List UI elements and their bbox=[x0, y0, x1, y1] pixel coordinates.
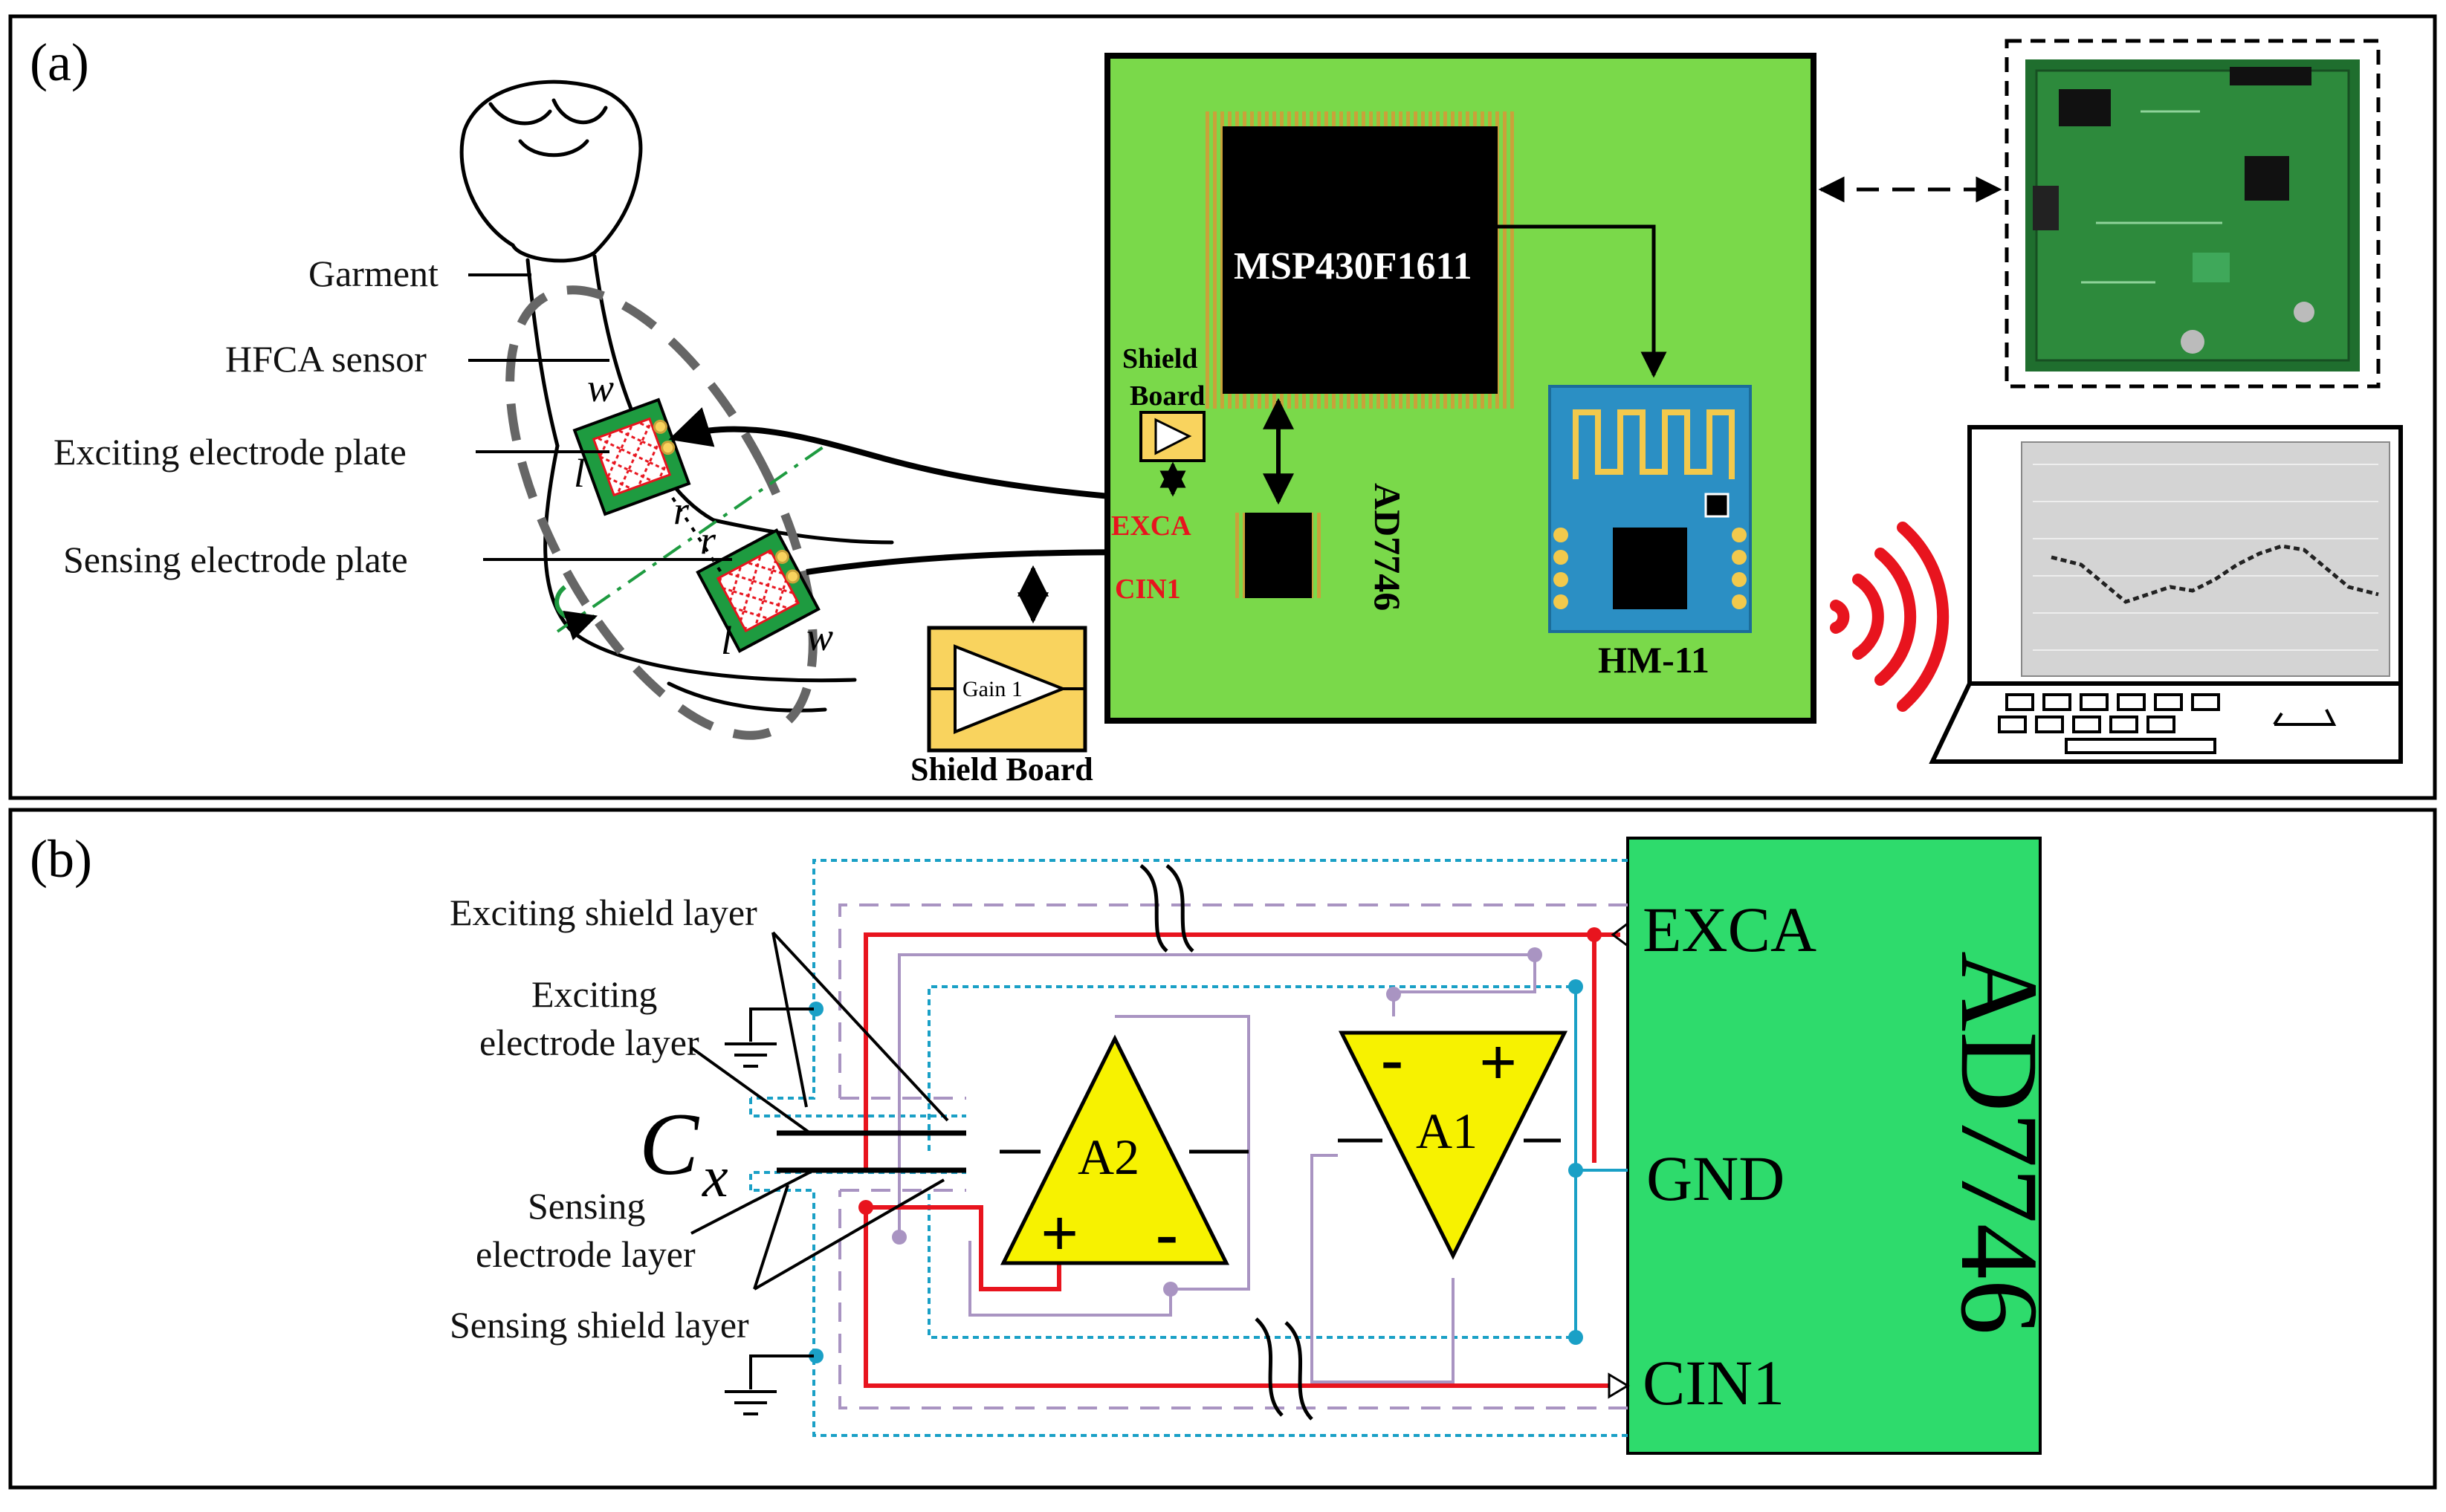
label-exciting-plate: Exciting electrode plate bbox=[54, 431, 407, 473]
symbol-w-top: w bbox=[587, 366, 614, 410]
panel-b-frame bbox=[8, 808, 2437, 1490]
big-shield-board-label: Shield Board bbox=[910, 751, 1093, 788]
opamp-feedback-wires bbox=[898, 953, 1540, 1383]
symbol-l-top: l bbox=[574, 451, 585, 496]
cx-sub: x bbox=[702, 1144, 728, 1209]
label-sensing-shield: Sensing shield layer bbox=[450, 1304, 749, 1346]
opamp-a1-minus: - bbox=[1381, 1022, 1403, 1096]
panel-a-frame bbox=[8, 14, 2437, 800]
mcu-to-ble-arrow bbox=[1498, 224, 1667, 378]
ground-icon-top bbox=[725, 1008, 814, 1068]
ground-icon-bottom bbox=[725, 1354, 814, 1415]
pin-exca-label: EXCA bbox=[1111, 510, 1191, 542]
cdc-label: AD7746 bbox=[1367, 483, 1408, 611]
opamp-a2 bbox=[1000, 1034, 1249, 1265]
label-sensing-electrode-1: Sensing bbox=[528, 1185, 645, 1227]
small-shield-label-2: Board bbox=[1130, 380, 1205, 412]
opamp-a1 bbox=[1338, 1031, 1568, 1260]
pin-gnd: GND bbox=[1646, 1143, 1785, 1214]
cx-main: C bbox=[639, 1094, 700, 1193]
ad7746-block bbox=[1626, 837, 2042, 1455]
label-exciting-electrode-2: electrode layer bbox=[479, 1022, 699, 1063]
panel-a-tag: (a) bbox=[30, 33, 89, 92]
big-shield-board bbox=[927, 626, 1087, 753]
exciting-electrode-plate bbox=[572, 398, 691, 516]
mcu-chip bbox=[1204, 111, 1516, 409]
board-photo-frame bbox=[2005, 39, 2381, 389]
gain-label: Gain 1 bbox=[962, 677, 1023, 701]
label-sensing-electrode-2: electrode layer bbox=[476, 1233, 696, 1275]
pin-exca: EXCA bbox=[1643, 894, 1816, 965]
board-photo bbox=[2025, 59, 2360, 371]
ble-label: HM-11 bbox=[1598, 639, 1709, 681]
pin-cin1: CIN1 bbox=[1643, 1347, 1785, 1418]
label-hfca-sensor: HFCA sensor bbox=[225, 338, 427, 380]
break-symbol-bottom bbox=[1255, 1317, 1313, 1421]
panel-b-tag: (b) bbox=[30, 829, 92, 889]
small-shield-label-1: Shield bbox=[1122, 343, 1197, 374]
symbol-l-bottom: l bbox=[721, 618, 732, 663]
label-exciting-shield: Exciting shield layer bbox=[450, 892, 757, 933]
opamp-a2-plus: + bbox=[1041, 1197, 1078, 1271]
gnd-wires bbox=[1574, 987, 1628, 1337]
cdc-chip bbox=[1234, 513, 1323, 598]
wireless-icon bbox=[1830, 522, 1950, 712]
sensing-electrode-plate bbox=[696, 528, 821, 653]
purple-shield-wires bbox=[838, 903, 1628, 1409]
opamp-a1-plus: + bbox=[1479, 1026, 1517, 1100]
opamp-a1-label: A1 bbox=[1416, 1103, 1478, 1159]
rotation-arrow-icon bbox=[554, 585, 598, 640]
symbol-r-top: r bbox=[673, 488, 690, 533]
red-arrowheads bbox=[1608, 921, 1630, 1399]
label-sensing-plate: Sensing electrode plate bbox=[63, 539, 408, 580]
capacitor-cx bbox=[777, 1130, 966, 1173]
mcu-label: MSP430F1611 bbox=[1234, 245, 1472, 288]
axis-line bbox=[556, 444, 826, 633]
garment-sleeve bbox=[505, 285, 818, 740]
panel-b-leaders bbox=[690, 931, 949, 1291]
laptop-icon bbox=[1929, 425, 2403, 764]
small-shield-board bbox=[1139, 411, 1206, 462]
symbol-w-bottom: w bbox=[806, 614, 833, 659]
symbol-r-mid: r bbox=[700, 518, 716, 562]
opamp-a2-label: A2 bbox=[1078, 1129, 1139, 1185]
junction-dots bbox=[809, 927, 1602, 1363]
label-exciting-electrode-1: Exciting bbox=[531, 973, 657, 1015]
ad7746-block-label: AD7746 bbox=[1938, 951, 2061, 1335]
red-wires bbox=[864, 932, 1620, 1388]
break-symbol-top bbox=[1139, 864, 1194, 953]
label-garment: Garment bbox=[308, 253, 439, 294]
opamp-a2-minus: - bbox=[1156, 1197, 1178, 1271]
ble-module bbox=[1548, 385, 1752, 633]
pin-cin1-label: CIN1 bbox=[1115, 574, 1181, 605]
